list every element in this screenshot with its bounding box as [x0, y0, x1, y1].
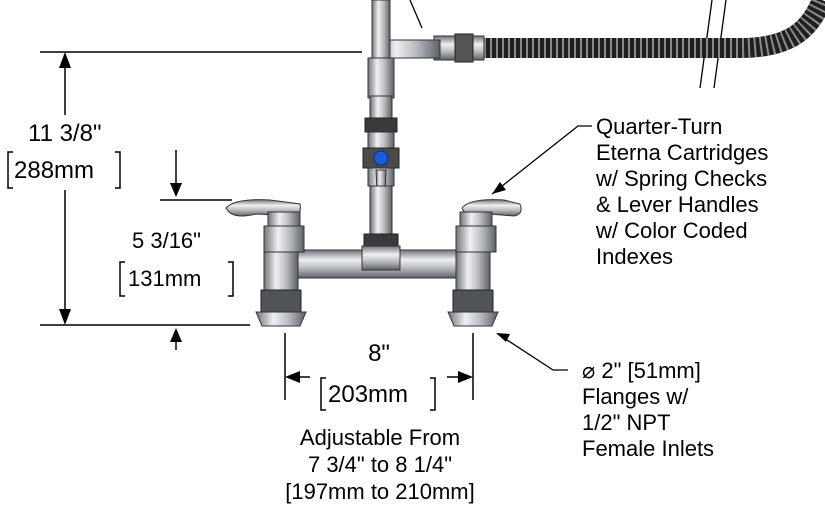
cartridge-line: Indexes	[596, 244, 674, 269]
cartridge-line: Eterna Cartridges	[596, 140, 769, 165]
width-imperial: 8"	[368, 340, 390, 367]
mm-brackets	[7, 151, 436, 411]
adjustable-line-2: 7 3/4" to 8 1/4"	[307, 452, 453, 477]
height-handle-imperial: 5 3/16"	[132, 228, 201, 253]
adjustable-line-3: [197mm to 210mm]	[285, 479, 475, 504]
flange-callout: ⌀ 2" [51mm] Flanges w/ 1/2" NPT Female I…	[582, 358, 714, 462]
dimension-lines	[40, 51, 474, 400]
left-valve	[225, 199, 307, 327]
flange-line: 1/2" NPT	[582, 410, 671, 435]
height-handle-metric: 131mm	[128, 266, 202, 291]
width-metric: 203mm	[328, 381, 409, 408]
right-valve	[447, 199, 522, 327]
hose	[478, 0, 825, 58]
adjustable-line-1: Adjustable From	[299, 425, 461, 450]
flange-line: ⌀ 2" [51mm]	[582, 358, 701, 383]
blue-index	[373, 150, 389, 166]
height-total-metric: 288mm	[14, 157, 95, 184]
riser-pipe	[371, 0, 391, 61]
leader-arrow	[496, 333, 510, 342]
cartridge-line: w/ Color Coded	[596, 218, 748, 243]
cartridge-line: Quarter-Turn	[596, 114, 723, 139]
flange-line: Flanges w/	[582, 384, 689, 409]
flange-line: Female Inlets	[582, 436, 715, 461]
leader-arrow	[492, 182, 506, 194]
cartridge-line: & Lever Handles	[596, 192, 759, 217]
height-total-imperial: 11 3/8"	[28, 120, 102, 147]
cartridge-callout: Quarter-Turn Eterna Cartridges w/ Spring…	[596, 114, 768, 270]
cartridge-line: w/ Spring Checks	[596, 166, 768, 191]
dimension-arrows	[59, 52, 473, 383]
